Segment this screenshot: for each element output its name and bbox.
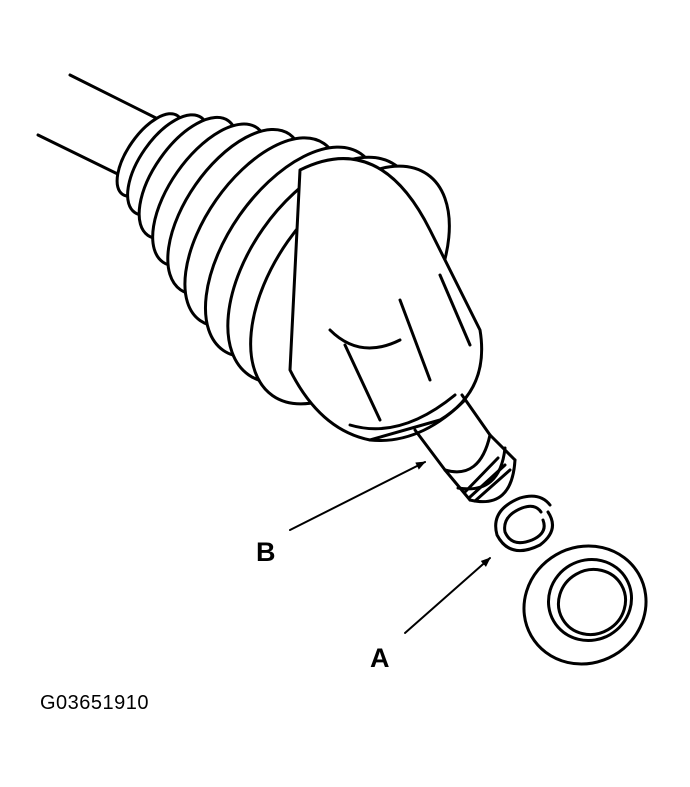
drive-shaft: [36, 73, 172, 182]
cv-joint-housing: [288, 157, 484, 442]
stub-shaft: [413, 393, 517, 504]
callout-label-b: B: [256, 537, 276, 567]
callout-arrow-b: [289, 461, 426, 531]
dust-seal: [522, 544, 648, 666]
callout-arrow-a: [404, 557, 491, 634]
set-ring: [494, 494, 554, 553]
callout-label-a: A: [370, 643, 390, 673]
figure-code: G03651910: [40, 692, 150, 714]
